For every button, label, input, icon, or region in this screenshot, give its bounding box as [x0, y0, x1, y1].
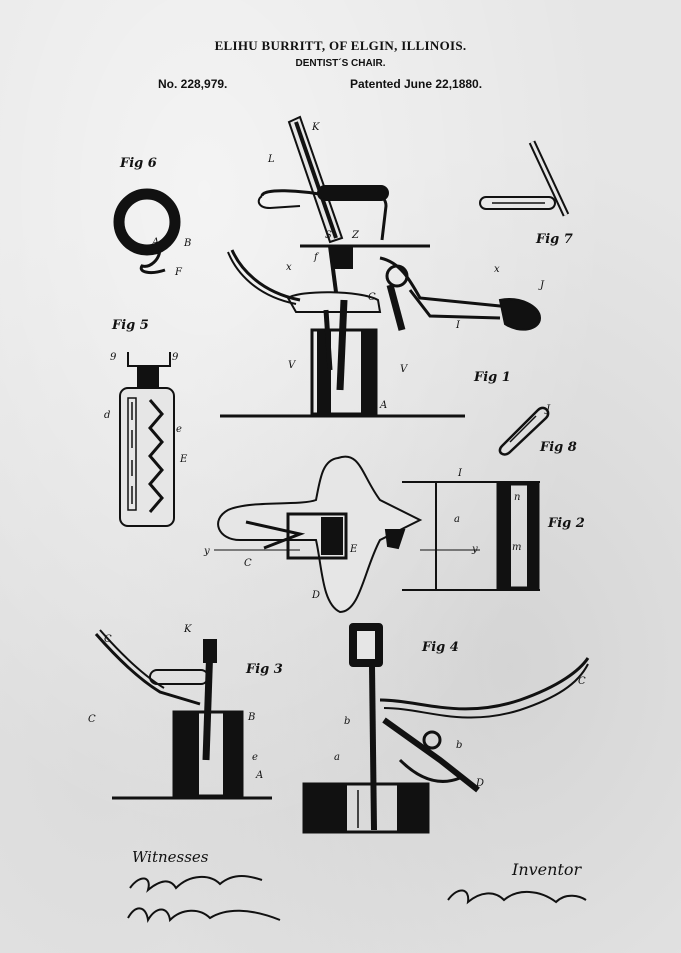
svg-text:x: x — [494, 264, 500, 275]
fig5-label: Fig 5 — [112, 318, 149, 333]
fig8-link-illustration — [498, 406, 550, 456]
patent-subtitle: DENTIST´S CHAIR. — [295, 58, 386, 69]
svg-text:V: V — [400, 364, 409, 375]
witnesses-label: Witnesses — [132, 848, 209, 866]
svg-text:C: C — [104, 634, 112, 645]
svg-text:n: n — [514, 492, 520, 503]
witness-signature-2 — [127, 907, 281, 924]
fig1-chair-illustration — [220, 115, 542, 418]
svg-text:C: C — [244, 558, 252, 569]
svg-text:d: d — [104, 410, 110, 421]
svg-text:Z: Z — [351, 230, 360, 241]
patent-date: Patented June 22,1880. — [350, 77, 483, 91]
fig4-label: Fig 4 — [422, 640, 459, 655]
fig7-label: Fig 7 — [536, 232, 573, 247]
svg-text:J: J — [538, 280, 545, 291]
svg-text:a: a — [454, 514, 460, 525]
patent-number: No. 228,979. — [158, 77, 228, 91]
svg-text:C: C — [578, 676, 586, 687]
svg-text:C: C — [88, 714, 96, 725]
fig8-label: Fig 8 — [540, 440, 577, 455]
svg-text:A: A — [151, 237, 159, 248]
svg-text:B: B — [183, 238, 191, 249]
fig2-label: Fig 2 — [548, 516, 585, 531]
svg-text:y: y — [203, 546, 210, 557]
svg-text:I: I — [455, 320, 461, 331]
fig3-label: Fig 3 — [246, 662, 283, 677]
svg-text:9: 9 — [172, 352, 179, 363]
svg-text:E: E — [349, 544, 358, 555]
witness-signature-1 — [129, 875, 263, 893]
svg-text:f: f — [313, 252, 320, 263]
inventor-label: Inventor — [512, 860, 582, 879]
fig1-label: Fig 1 — [474, 370, 511, 385]
svg-text:F: F — [174, 267, 183, 278]
svg-text:b: b — [456, 740, 462, 751]
fig5-rack-illustration — [119, 352, 175, 527]
fig6-ring-illustration — [113, 188, 181, 275]
fig6-label: Fig 6 — [120, 156, 157, 171]
fig7-lever-illustration — [479, 140, 570, 217]
svg-text:A: A — [255, 770, 263, 781]
svg-text:K: K — [183, 624, 192, 635]
svg-text:E: E — [179, 454, 188, 465]
svg-text:I: I — [457, 468, 463, 479]
svg-text:A: A — [379, 400, 387, 411]
svg-text:V: V — [288, 360, 297, 371]
fig4-side-illustration — [302, 623, 590, 834]
svg-text:D: D — [311, 590, 320, 601]
fig2-topview-illustration — [214, 455, 540, 614]
svg-text:e: e — [252, 752, 258, 763]
svg-text:x: x — [286, 262, 292, 273]
svg-text:K: K — [311, 122, 320, 133]
svg-text:B: B — [247, 712, 255, 723]
inventor-signature — [447, 889, 587, 905]
svg-text:m: m — [512, 542, 521, 553]
fig3-section-illustration — [94, 629, 272, 800]
patent-title: ELIHU BURRITT, OF ELGIN, ILLINOIS. — [214, 38, 467, 53]
svg-text:C: C — [368, 292, 376, 303]
svg-text:D: D — [475, 778, 484, 789]
svg-text:e: e — [176, 424, 182, 435]
svg-text:y: y — [471, 544, 478, 555]
svg-text:9: 9 — [110, 352, 117, 363]
svg-text:S: S — [325, 230, 332, 241]
svg-text:J: J — [544, 404, 551, 415]
svg-text:L: L — [267, 154, 275, 165]
svg-text:b: b — [344, 716, 350, 727]
svg-text:a: a — [334, 752, 340, 763]
